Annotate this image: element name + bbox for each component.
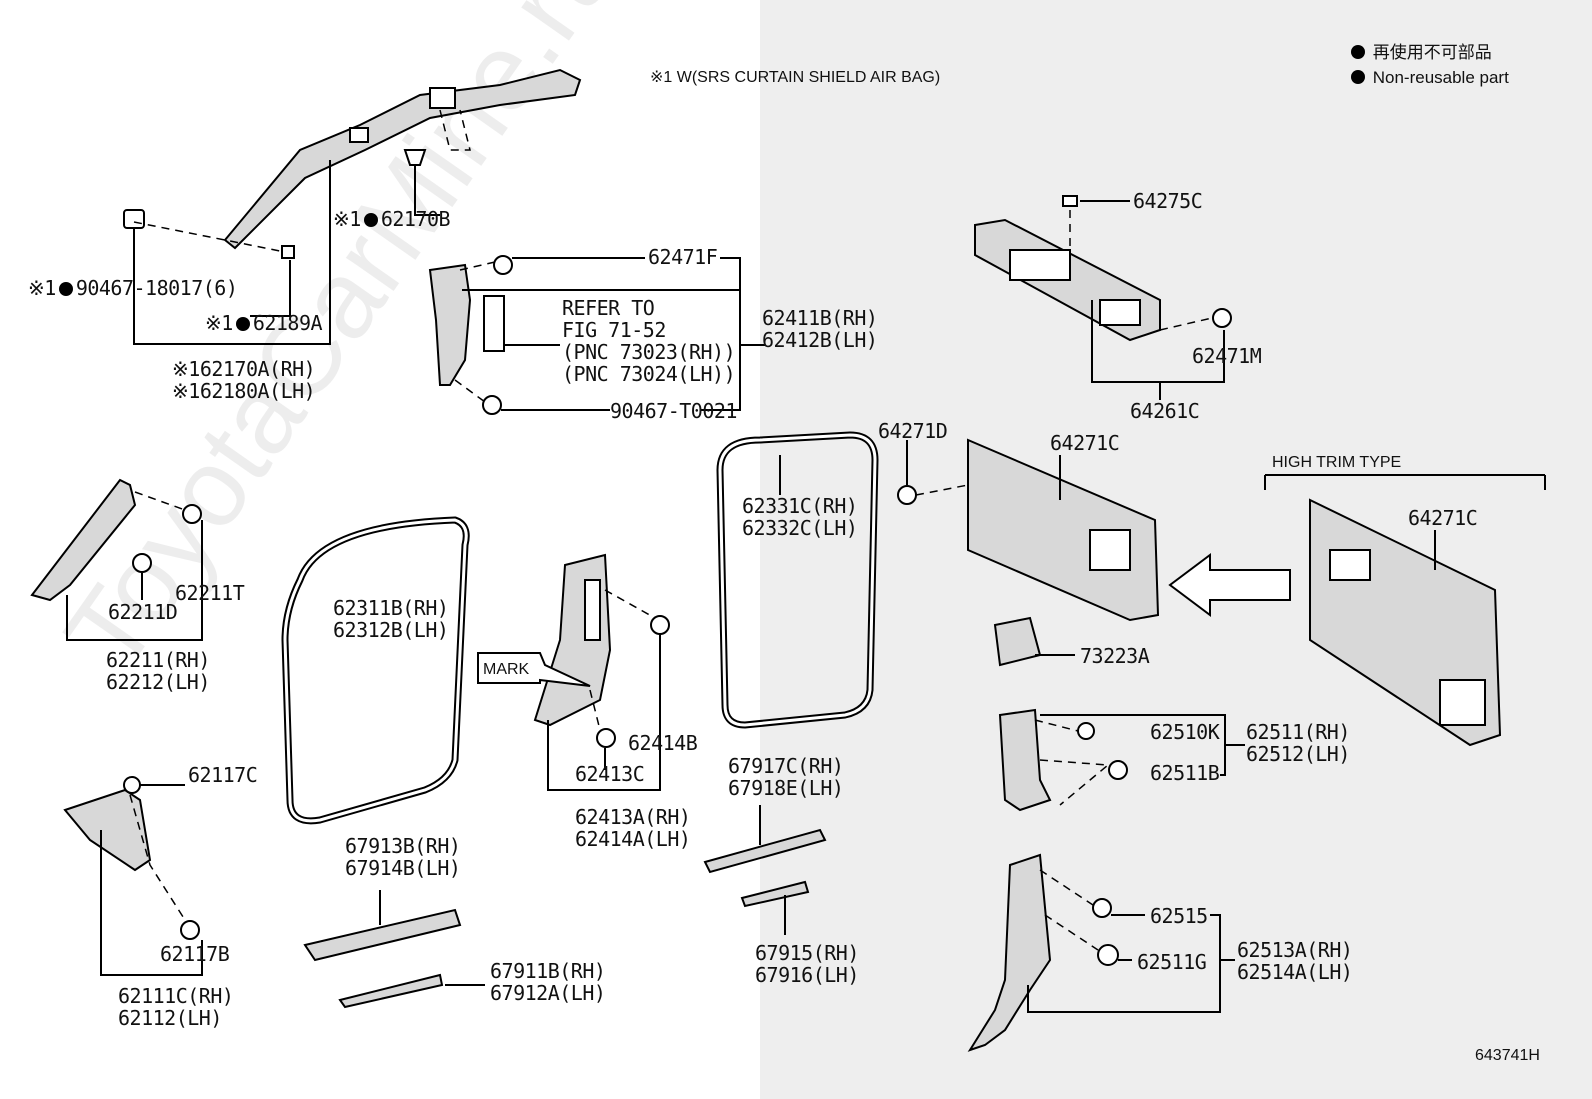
pillar-62211: [30, 478, 137, 602]
label-62212: 62212(LH): [106, 670, 210, 694]
label-62332C: 62332C(LH): [742, 516, 858, 540]
bracket-62189A: [281, 245, 295, 259]
label-62413A: 62413A(RH): [575, 805, 691, 829]
door-seal-62311B: [281, 516, 470, 825]
switch-73223A: [993, 616, 1042, 667]
curtain-airbag-assembly: [223, 68, 582, 250]
label-62511: 62511(RH): [1246, 720, 1350, 744]
clip-62471F: [493, 255, 513, 275]
label-62513A: 62513A(RH): [1237, 938, 1353, 962]
label-67912A: 67912A(LH): [490, 981, 606, 1005]
label-64275C: 64275C: [1133, 189, 1203, 213]
label-67911B: 67911B(RH): [490, 959, 606, 983]
label-62312B: 62312B(LH): [333, 618, 449, 642]
cowl-trim-62111C: [63, 788, 152, 872]
label-67918E: 67918E(LH): [728, 776, 844, 800]
clip-64271D: [897, 485, 917, 505]
label-62111C: 62111C(RH): [118, 984, 234, 1008]
panel-64271C: [967, 438, 1160, 622]
scuff-67917C: [703, 828, 827, 874]
label-67916: 67916(LH): [755, 963, 859, 987]
label-62411B: 62411B(RH): [762, 306, 878, 330]
clip-62510K: [1077, 722, 1095, 740]
pillar-62413A: [533, 553, 612, 727]
mark-callout: [477, 652, 591, 687]
background-panel: [760, 0, 1592, 1099]
clip-64275C: [1062, 195, 1078, 207]
label-62170A: ※162170A(RH): [172, 357, 316, 381]
label-refer-to: REFER TO: [562, 296, 655, 320]
clip-62511G: [1097, 944, 1119, 966]
clip-62413C: [596, 728, 616, 748]
scuff-67911B: [338, 973, 444, 1009]
label-67915: 67915(RH): [755, 941, 859, 965]
scuff-67915: [740, 880, 810, 908]
clip-90467-T0021: [482, 395, 502, 415]
label-pnc-73023: (PNC 73023(RH)): [562, 340, 736, 364]
label-high-trim: HIGH TRIM TYPE: [1272, 454, 1402, 471]
label-64271D: 64271D: [878, 419, 948, 443]
panel-64261C: [974, 218, 1161, 342]
label-62211T: 62211T: [175, 581, 245, 605]
label-67914B: 67914B(LH): [345, 856, 461, 880]
label-pnc-73024: (PNC 73024(LH)): [562, 362, 736, 386]
label-64261C: 64261C: [1130, 399, 1200, 423]
bolt-62170B: [403, 149, 427, 166]
label-62414A: 62414A(LH): [575, 827, 691, 851]
label-fig-71-52: FIG 71-52: [562, 318, 666, 342]
clip-62471M: [1212, 308, 1232, 328]
label-67913B: 67913B(RH): [345, 834, 461, 858]
label-64271C-high: 64271C: [1408, 506, 1478, 530]
label-62117C: 62117C: [188, 763, 258, 787]
label-62514A: 62514A(LH): [1237, 960, 1353, 984]
pillar-62513A: [967, 853, 1052, 1052]
label-62412B: 62412B(LH): [762, 328, 878, 352]
label-62510K: 62510K: [1150, 720, 1220, 744]
label-62511G: 62511G: [1137, 950, 1207, 974]
clip-62117C: [123, 776, 141, 794]
label-62117B: 62117B: [160, 942, 230, 966]
label-62331C: 62331C(RH): [742, 494, 858, 518]
label-62180A: ※162180A(LH): [172, 379, 316, 403]
scuff-67913B: [303, 908, 462, 962]
label-62414B: 62414B: [628, 731, 698, 755]
clip-90467-18017: [123, 209, 145, 229]
clip-62211D: [132, 553, 152, 573]
clip-62515: [1092, 898, 1112, 918]
label-67917C: 67917C(RH): [728, 754, 844, 778]
label-62211D: 62211D: [108, 600, 178, 624]
direction-arrow: [1168, 553, 1291, 617]
label-62471M: 62471M: [1192, 344, 1262, 368]
label-64271C: 64271C: [1050, 431, 1120, 455]
label-62112: 62112(LH): [118, 1006, 222, 1030]
clip-62511B: [1108, 760, 1128, 780]
footnote: ※1 W(SRS CURTAIN SHIELD AIR BAG): [650, 69, 941, 86]
clip-62117B: [180, 920, 200, 940]
label-mark: MARK: [483, 661, 530, 678]
label-62211: 62211(RH): [106, 648, 210, 672]
label-62311B: 62311B(RH): [333, 596, 449, 620]
label-90467-T0021: 90467-T0021: [610, 399, 737, 423]
label-62511B: 62511B: [1150, 761, 1220, 785]
label-62512: 62512(LH): [1246, 742, 1350, 766]
pillar-62411B: [428, 263, 505, 386]
label-62471F: 62471F: [648, 245, 718, 269]
quarter-trim-62511: [998, 708, 1052, 812]
diagram-id: 643741H: [1475, 1047, 1540, 1064]
door-seal-62331C: [716, 431, 879, 729]
label-62413C: 62413C: [575, 762, 645, 786]
label-73223A: 73223A: [1080, 644, 1150, 668]
clip-62211T: [182, 504, 202, 524]
panel-64271C-high-trim: [1309, 498, 1502, 747]
legend-jp: 再使用不可部品: [1348, 42, 1492, 64]
legend-en: Non-reusable part: [1348, 67, 1509, 89]
clip-62414B: [650, 615, 670, 635]
label-62515: 62515: [1150, 904, 1208, 928]
